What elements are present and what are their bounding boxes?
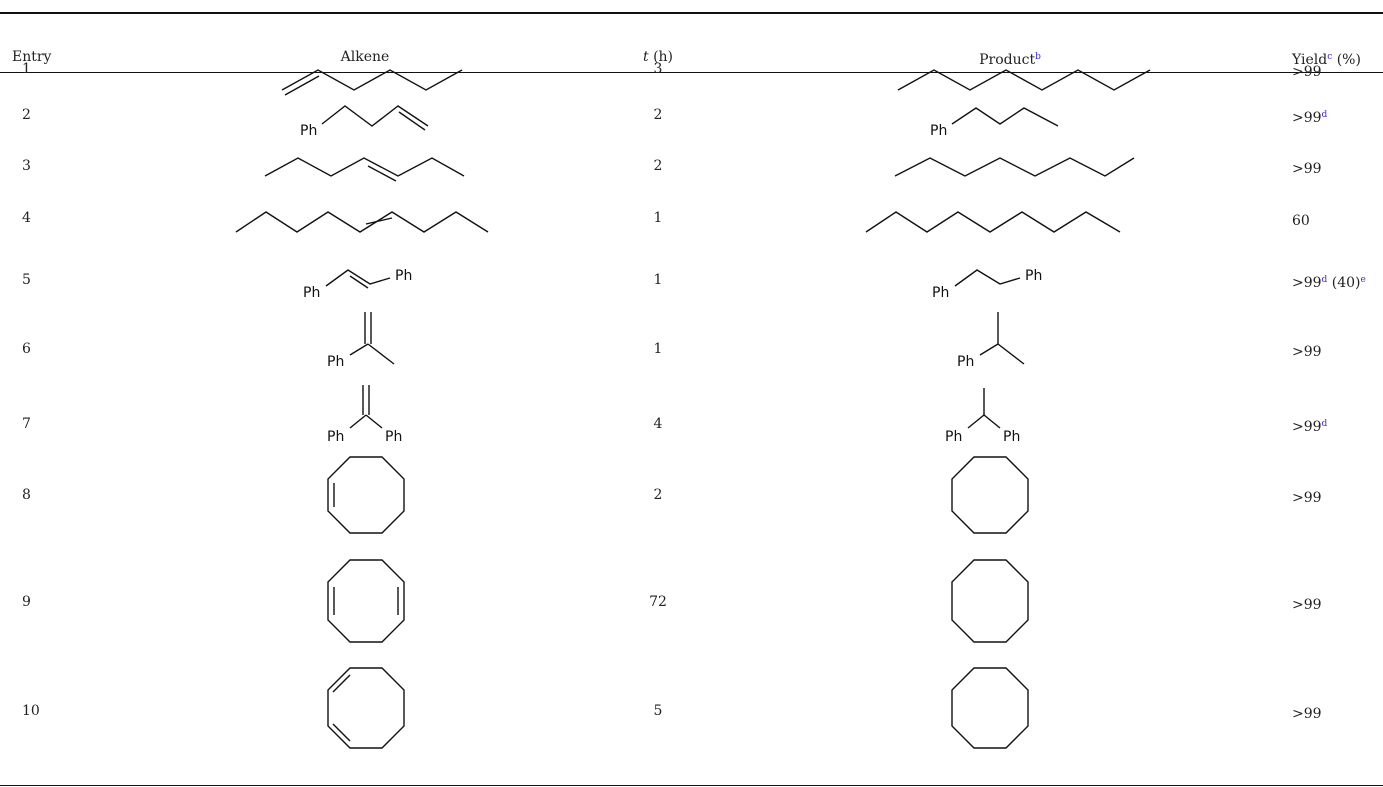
yield-cell: >99d [1292,106,1327,127]
header-entry: Entry [12,49,52,65]
time-cell: 1 [653,341,663,357]
product-8-structure [951,456,1029,534]
product-2-ph-label: Ph [930,123,947,139]
yield-footnote: d [1321,275,1328,285]
entry-cell: 8 [22,487,31,503]
entry-cell: 5 [22,272,31,288]
alkene-10-structure [327,667,405,749]
time-cell: 3 [653,61,663,77]
product-6-structure: Ph [957,312,1025,370]
yield-footnote: d [1321,419,1328,429]
yield-value: >99 [1292,64,1322,80]
time-cell: 2 [653,487,663,503]
entry-cell: 6 [22,341,31,357]
entry-cell: 7 [22,416,31,432]
header-yield-unit: (%) [1336,52,1361,68]
alkene-5-ph-right-label: Ph [395,268,412,284]
yield-footnote: d [1321,110,1328,120]
table-bottom-rule [0,785,1383,786]
yield-cell: >99 [1292,702,1322,723]
header-product-footnote: b [1035,52,1041,62]
alkene-1-structure [281,69,463,96]
yield-value: >99 [1292,706,1322,722]
yield-value: >99 [1292,490,1322,506]
entry-cell: 3 [22,158,31,174]
table-top-rule [0,12,1383,14]
header-time: t (h) [643,48,673,66]
time-cell: 2 [653,158,663,174]
yield-cell: >99 [1292,486,1322,507]
product-5-ph-left-label: Ph [932,285,949,301]
yield-value: >99 [1292,344,1322,360]
header-time-symbol: t [642,49,649,65]
header-product: Productb [979,48,1041,69]
yield-value: >99 [1292,597,1322,613]
alkene-5-structure: Ph Ph [303,268,412,301]
product-7-ph-left-label: Ph [945,429,962,445]
product-5-structure: Ph Ph [932,268,1042,301]
yield-extra: (40) [1327,275,1361,291]
product-5-ph-right-label: Ph [1025,268,1042,284]
yield-value: >99 [1292,161,1322,177]
yield-cell: >99d (40)e [1292,271,1366,292]
product-1-structure [897,69,1151,91]
time-cell: 1 [653,272,663,288]
product-4-structure [865,211,1121,233]
yield-value: >99 [1292,419,1322,435]
yield-value: >99 [1292,275,1322,291]
yield-extra-footnote: e [1360,275,1366,285]
yield-cell: >99d [1292,415,1327,436]
yield-cell: >99 [1292,60,1322,81]
time-cell: 5 [653,703,663,719]
header-time-unit: (h) [653,49,674,65]
product-7-structure: Ph Ph [945,388,1020,445]
header-yield: Yieldc (%) [1292,48,1361,69]
alkene-8-structure [327,456,405,534]
alkene-7-structure: Ph Ph [327,385,402,445]
yield-cell: 60 [1292,209,1310,230]
yield-cell: >99 [1292,340,1322,361]
entry-cell: 4 [22,210,31,226]
time-cell: 4 [653,416,663,432]
alkene-2-structure: Ph [300,105,429,139]
alkene-6-structure: Ph [327,312,395,370]
product-10-structure [951,667,1029,749]
product-3-structure [894,157,1135,177]
alkene-3-structure [264,157,465,182]
entry-cell: 2 [22,107,31,123]
alkene-4-structure [235,211,489,233]
product-7-ph-right-label: Ph [1003,429,1020,445]
time-cell: 2 [653,107,663,123]
alkene-9-structure [327,559,405,643]
header-yield-label: Yield [1292,52,1328,68]
product-2-structure: Ph [930,107,1059,139]
header-alkene: Alkene [340,49,390,65]
entry-cell: 9 [22,594,31,610]
time-cell: 72 [649,594,667,610]
time-cell: 1 [653,210,663,226]
alkene-7-ph-right-label: Ph [385,429,402,445]
product-9-structure [951,559,1029,643]
product-6-ph-label: Ph [957,354,974,370]
header-rule [0,72,1383,73]
alkene-2-ph-label: Ph [300,123,317,139]
yield-cell: >99 [1292,593,1322,614]
yield-value: 60 [1292,213,1310,229]
alkene-7-ph-left-label: Ph [327,429,344,445]
header-product-label: Product [979,52,1036,68]
header-yield-footnote: c [1327,52,1333,62]
yield-cell: >99 [1292,157,1322,178]
alkene-5-ph-left-label: Ph [303,285,320,301]
entry-cell: 1 [22,61,31,77]
yield-value: >99 [1292,110,1322,126]
entry-cell: 10 [22,703,40,719]
alkene-6-ph-label: Ph [327,354,344,370]
